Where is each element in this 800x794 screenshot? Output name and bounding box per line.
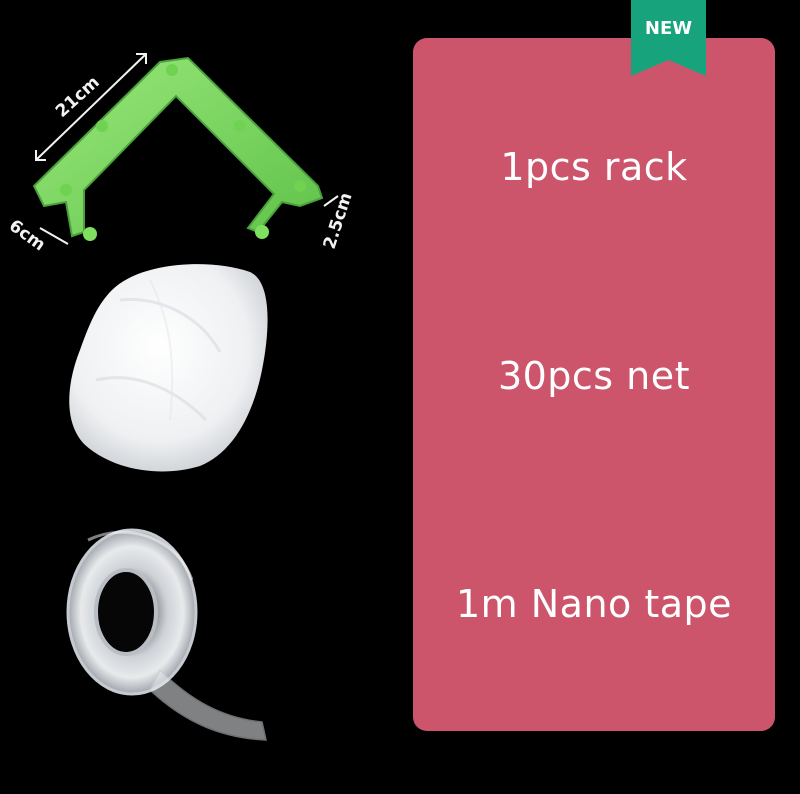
new-badge: NEW (631, 0, 706, 76)
dimension-arrows (35, 53, 339, 245)
badge-ribbon-icon (631, 0, 706, 76)
width-label: 6cm (5, 216, 49, 255)
nano-tape (66, 528, 267, 741)
item-rack: 1pcs rack (500, 145, 688, 189)
rack (32, 56, 324, 241)
item-net: 30pcs net (497, 354, 691, 398)
net-bundle (69, 264, 268, 472)
length-label: 21cm (52, 72, 104, 121)
height-label: 2.5cm (320, 190, 357, 251)
item-nano-tape: 1m Nano tape (455, 582, 733, 626)
new-badge-label: NEW (644, 18, 693, 39)
contents-panel: 1pcs rack 30pcs net 1m Nano tape (413, 38, 775, 731)
